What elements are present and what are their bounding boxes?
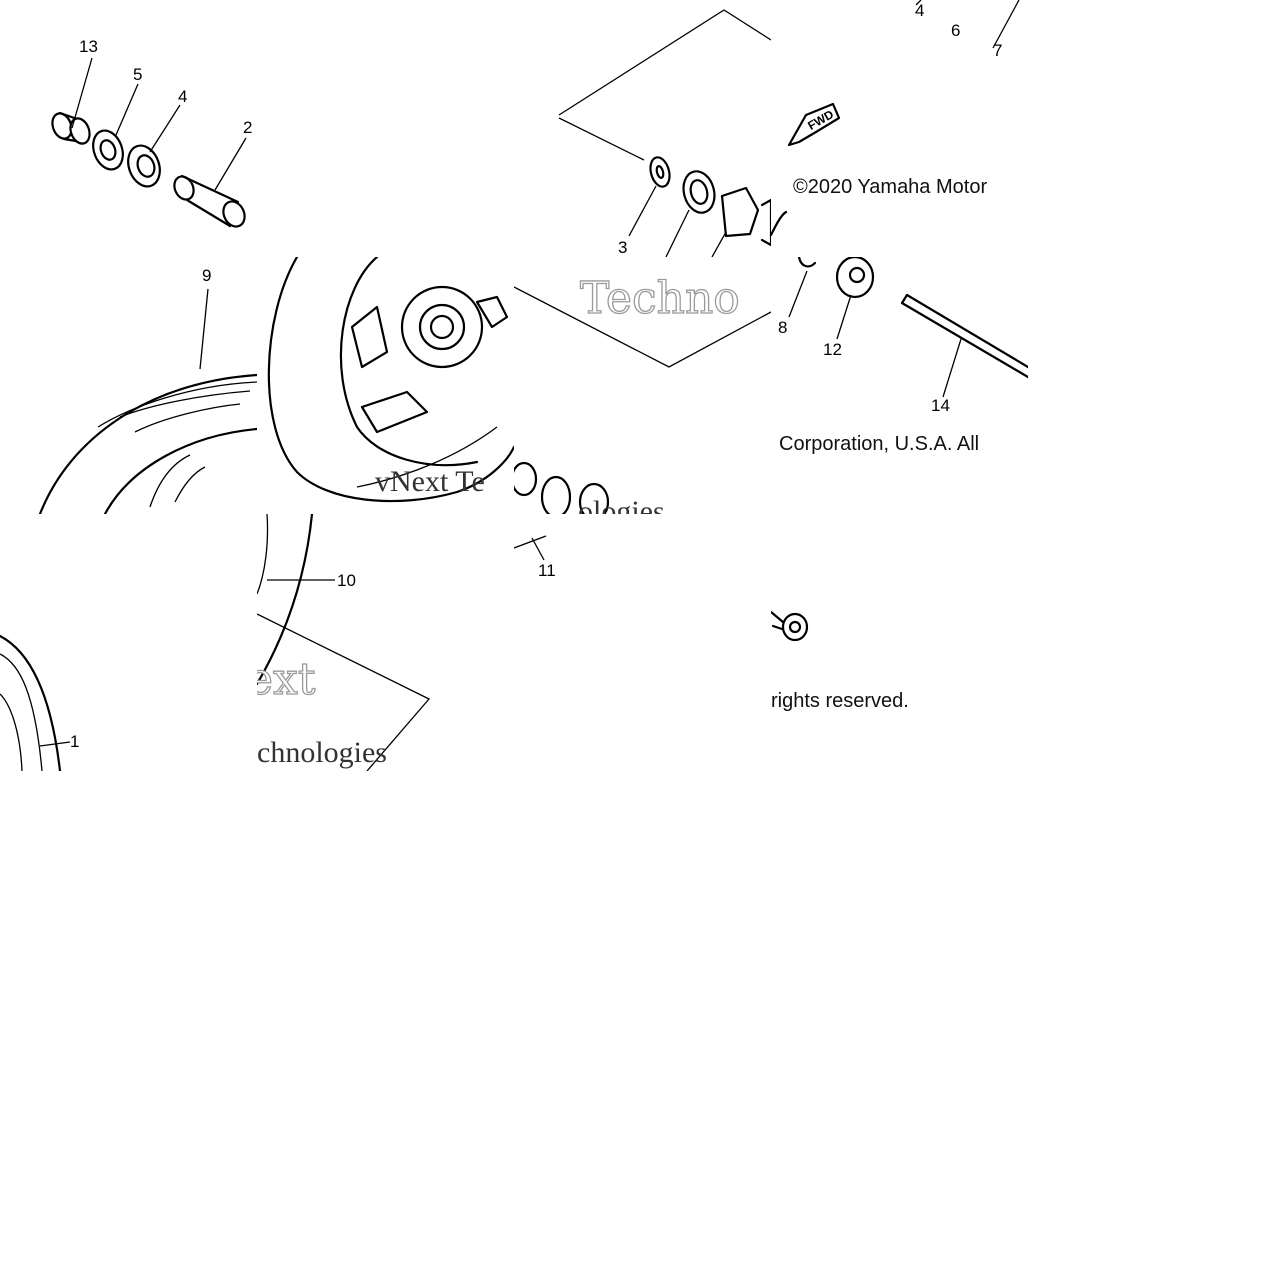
watermark-ologies: ologies [578,495,665,514]
fwd-arrow-drawing [771,0,1020,237]
copyright-line-2: Corporation, U.S.A. All [779,433,980,455]
callout-7: 7 [993,41,1003,60]
spacers-drawing [514,286,771,514]
rim-edge-drawing [257,514,431,771]
callout-6: 6 [951,21,961,40]
watermark-techno: Techno [579,272,740,324]
callout-1: 1 [70,732,80,751]
axle-parts-drawing [558,9,771,257]
callout-10: 10 [337,571,356,590]
leader-11-drawing [514,535,547,561]
tile-bushings: 13 5 4 2 [0,0,257,257]
tile-spacers: Techno ologies [514,257,771,514]
copyright-line-3: rights reserved. [771,690,909,712]
tile-tire-top: 9 [0,257,257,514]
callout-11: 11 [538,561,556,580]
callout-14: 14 [931,396,950,415]
tile-wheel-hub: vNext Te [257,257,514,514]
tile-axle-parts: 3 [514,0,771,257]
tile-fwd-copyright: 4 6 7 FWD ©2020 Yamaha Motor [771,0,1028,257]
bushing-bearing-drawing [51,57,247,228]
copyright-line-1: ©2020 Yamaha Motor [793,176,988,198]
tile-callout-11: 11 [514,514,771,771]
callout-4b: 4 [915,1,925,20]
callout-4: 4 [178,87,188,106]
callout-5: 5 [133,65,143,84]
callout-12: 12 [823,340,842,359]
tile-axle: 8 12 14 Corporation, U.S.A. All [771,257,1028,514]
callout-9: 9 [202,266,212,285]
callout-13: 13 [79,37,98,56]
callout-8: 8 [778,318,788,337]
tire-bottom-drawing [0,634,71,771]
tile-tire-bottom: 1 [0,514,257,771]
watermark-technologies: chnologies [257,736,387,769]
watermark-ext: ext [257,653,316,705]
callout-3: 3 [618,238,628,257]
wheel-hub-drawing [267,257,514,503]
watermark-vnext: vNext Te [375,465,485,498]
bolt-drawing [771,610,809,642]
callout-2: 2 [243,118,253,137]
tire-drawing [38,288,257,514]
tile-rim-edge: 10 ext chnologies [257,514,514,771]
tile-bolt: rights reserved. [771,514,1028,771]
axle-drawing [788,257,1028,398]
